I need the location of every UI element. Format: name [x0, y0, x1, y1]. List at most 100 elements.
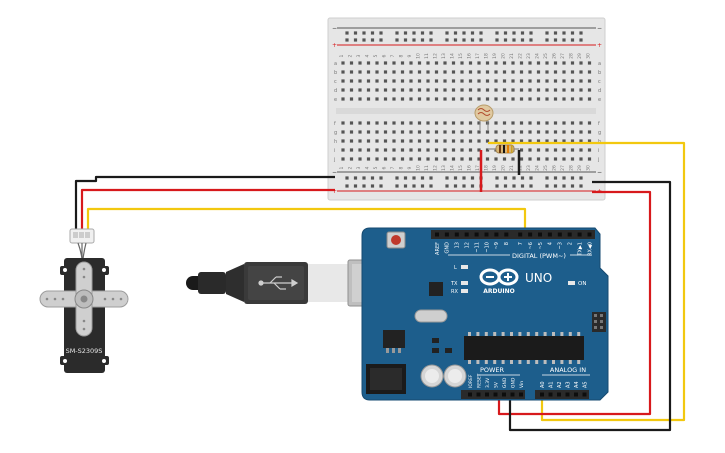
rail-hole[interactable]: [495, 31, 499, 35]
rail-hole[interactable]: [470, 176, 475, 180]
rail-hole[interactable]: [545, 31, 549, 35]
breadboard-hole[interactable]: [383, 61, 388, 65]
breadboard-hole[interactable]: [494, 121, 498, 125]
rail-hole[interactable]: [579, 184, 583, 188]
breadboard-hole[interactable]: [383, 130, 388, 134]
breadboard-hole[interactable]: [383, 148, 388, 152]
breadboard-hole[interactable]: [562, 139, 566, 143]
breadboard-hole[interactable]: [494, 70, 498, 74]
breadboard-hole[interactable]: [528, 139, 532, 143]
breadboard-hole[interactable]: [417, 139, 422, 143]
breadboard-hole[interactable]: [579, 148, 583, 152]
rail-hole[interactable]: [412, 176, 416, 180]
rail-hole[interactable]: [420, 38, 425, 42]
breadboard-hole[interactable]: [502, 130, 507, 134]
breadboard-hole[interactable]: [417, 61, 422, 65]
breadboard-hole[interactable]: [511, 97, 515, 101]
breadboard-hole[interactable]: [451, 148, 456, 152]
rail-hole[interactable]: [562, 31, 566, 35]
breadboard-hole[interactable]: [477, 70, 481, 74]
breadboard-hole[interactable]: [468, 61, 473, 65]
breadboard-hole[interactable]: [400, 88, 405, 92]
breadboard-hole[interactable]: [570, 130, 575, 134]
breadboard-hole[interactable]: [366, 139, 371, 143]
breadboard-hole[interactable]: [494, 139, 498, 143]
breadboard-hole[interactable]: [579, 97, 583, 101]
breadboard-hole[interactable]: [519, 97, 524, 101]
breadboard-hole[interactable]: [502, 88, 507, 92]
breadboard-hole[interactable]: [358, 121, 362, 125]
breadboard-hole[interactable]: [434, 157, 439, 161]
breadboard-hole[interactable]: [375, 130, 379, 134]
breadboard-hole[interactable]: [341, 157, 345, 161]
breadboard-hole[interactable]: [375, 139, 379, 143]
breadboard-hole[interactable]: [553, 61, 558, 65]
breadboard-hole[interactable]: [341, 139, 345, 143]
breadboard-hole[interactable]: [358, 130, 362, 134]
breadboard-hole[interactable]: [434, 79, 439, 83]
rail-hole[interactable]: [579, 31, 583, 35]
breadboard-hole[interactable]: [417, 148, 422, 152]
breadboard-hole[interactable]: [434, 121, 439, 125]
breadboard-hole[interactable]: [519, 88, 524, 92]
breadboard-hole[interactable]: [460, 79, 464, 83]
breadboard-hole[interactable]: [536, 88, 541, 92]
breadboard-hole[interactable]: [562, 121, 566, 125]
breadboard-hole[interactable]: [502, 97, 507, 101]
rail-hole[interactable]: [395, 176, 399, 180]
rail-hole[interactable]: [403, 31, 408, 35]
breadboard-hole[interactable]: [536, 70, 541, 74]
rail-hole[interactable]: [520, 38, 525, 42]
breadboard-hole[interactable]: [341, 121, 345, 125]
header-pin[interactable]: [582, 392, 587, 397]
breadboard-hole[interactable]: [434, 88, 439, 92]
breadboard-hole[interactable]: [426, 70, 430, 74]
breadboard-hole[interactable]: [392, 157, 396, 161]
breadboard-hole[interactable]: [587, 130, 592, 134]
breadboard-hole[interactable]: [545, 79, 549, 83]
breadboard-hole[interactable]: [570, 148, 575, 152]
breadboard-hole[interactable]: [443, 79, 447, 83]
breadboard-hole[interactable]: [392, 139, 396, 143]
rail-hole[interactable]: [553, 184, 558, 188]
rail-hole[interactable]: [529, 31, 533, 35]
breadboard-hole[interactable]: [579, 70, 583, 74]
breadboard-hole[interactable]: [468, 70, 473, 74]
breadboard-hole[interactable]: [477, 97, 481, 101]
breadboard-hole[interactable]: [349, 70, 354, 74]
breadboard-hole[interactable]: [545, 97, 549, 101]
rail-hole[interactable]: [412, 31, 416, 35]
breadboard-hole[interactable]: [341, 148, 345, 152]
rail-hole[interactable]: [545, 176, 549, 180]
rail-hole[interactable]: [503, 184, 508, 188]
breadboard-hole[interactable]: [409, 121, 413, 125]
rail-hole[interactable]: [445, 31, 449, 35]
rail-hole[interactable]: [495, 184, 499, 188]
breadboard-hole[interactable]: [579, 121, 583, 125]
breadboard-hole[interactable]: [349, 61, 354, 65]
breadboard-hole[interactable]: [400, 157, 405, 161]
breadboard-hole[interactable]: [570, 70, 575, 74]
breadboard-hole[interactable]: [366, 121, 371, 125]
breadboard-hole[interactable]: [511, 61, 515, 65]
breadboard-hole[interactable]: [443, 130, 447, 134]
header-pin[interactable]: [435, 232, 439, 237]
header-pin[interactable]: [493, 392, 498, 397]
rail-hole[interactable]: [403, 38, 408, 42]
breadboard-hole[interactable]: [392, 79, 396, 83]
breadboard-hole[interactable]: [358, 139, 362, 143]
breadboard-hole[interactable]: [502, 70, 507, 74]
breadboard-hole[interactable]: [349, 157, 354, 161]
breadboard-hole[interactable]: [528, 79, 532, 83]
header-pin[interactable]: [557, 232, 562, 237]
rail-hole[interactable]: [495, 38, 499, 42]
breadboard-hole[interactable]: [485, 79, 490, 83]
breadboard-hole[interactable]: [341, 130, 345, 134]
rail-hole[interactable]: [420, 31, 425, 35]
rail-hole[interactable]: [370, 176, 375, 180]
header-pin[interactable]: [574, 392, 578, 397]
breadboard-hole[interactable]: [375, 97, 379, 101]
breadboard-hole[interactable]: [528, 61, 532, 65]
breadboard-hole[interactable]: [553, 139, 558, 143]
breadboard-hole[interactable]: [519, 139, 524, 143]
